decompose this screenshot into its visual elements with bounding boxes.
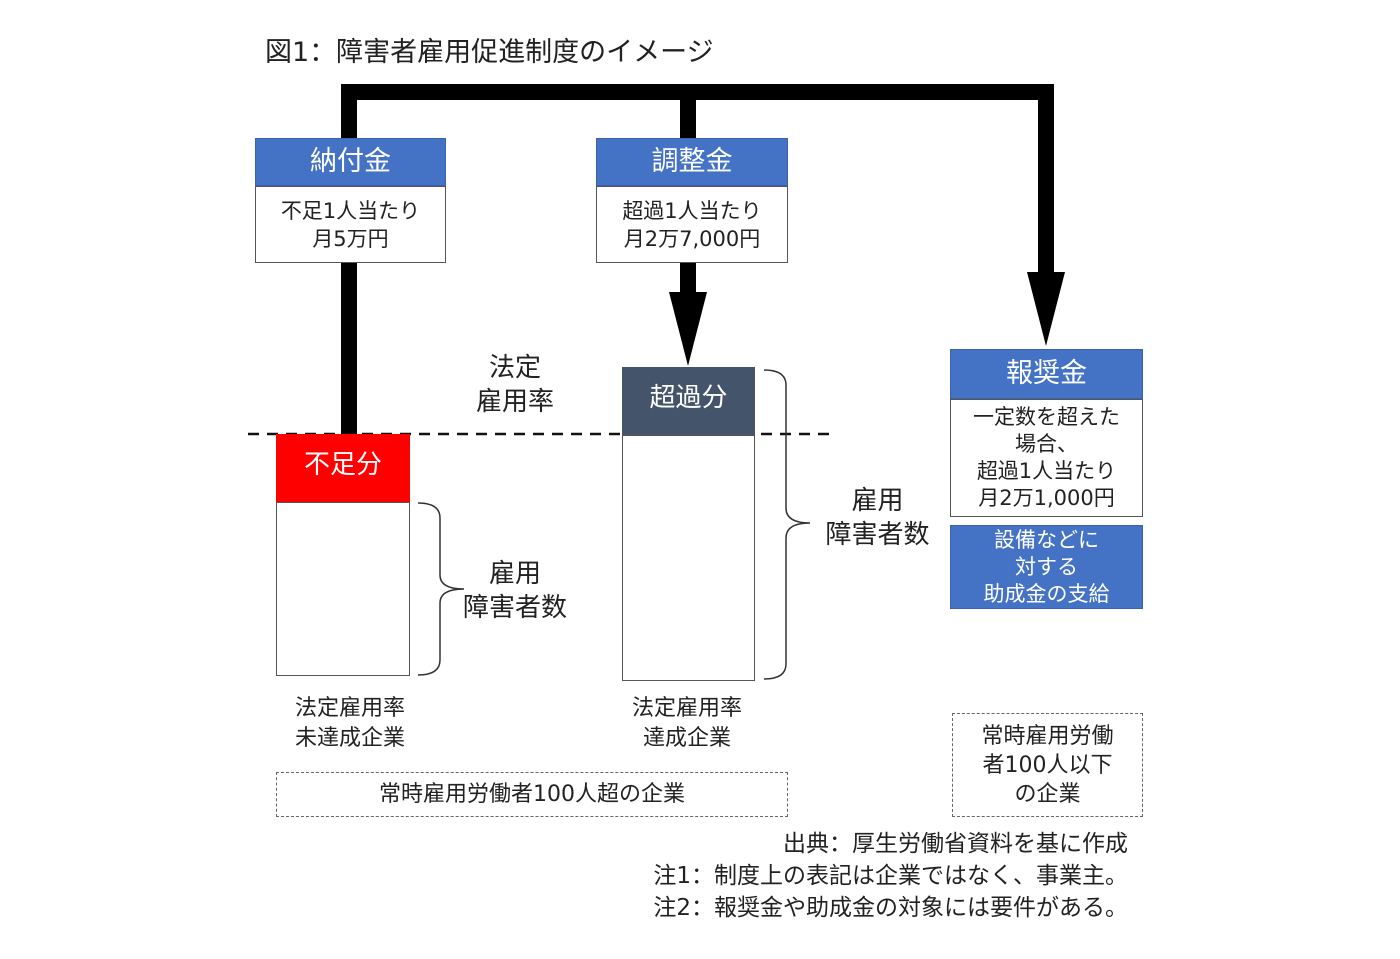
- grant-line-3: 助成金の支給: [983, 581, 1110, 606]
- adjust-header: 調整金: [596, 138, 788, 186]
- employed-right-line-2: 障害者数: [825, 520, 930, 550]
- small-companies-line-2: 者100人以下: [982, 752, 1113, 778]
- small-companies-line-1: 常時雇用労働: [981, 723, 1114, 749]
- reward-line-3: 超過1人当たり: [976, 459, 1117, 483]
- adjust-line-1: 超過1人当たり: [622, 198, 762, 223]
- employed-left-line-1: 雇用: [488, 559, 541, 589]
- figure-title: 図1：障害者雇用促進制度のイメージ: [265, 37, 714, 68]
- note-2: 注2：報奨金や助成金の対象には要件がある。: [653, 895, 1128, 921]
- notes-block: 出典：厚生労働省資料を基に作成 注1：制度上の表記は企業ではなく、事業主。 注2…: [653, 828, 1128, 924]
- note-1: 注1：制度上の表記は企業ではなく、事業主。: [653, 863, 1128, 889]
- company-met-line-2: 達成企業: [642, 726, 731, 751]
- grant-line-1: 設備などに: [994, 527, 1099, 552]
- small-companies-box: 常時雇用労働 者100人以下 の企業: [952, 713, 1143, 817]
- reward-detail-box: 一定数を超えた 場合、 超過1人当たり 月2万1,000円: [950, 399, 1143, 517]
- legal-rate-label: 法定 雇用率: [455, 351, 575, 419]
- employed-left-line-2: 障害者数: [462, 593, 567, 623]
- employed-block-right: [622, 435, 755, 681]
- levy-header: 納付金: [255, 138, 446, 186]
- company-met-label: 法定雇用率 達成企業: [602, 694, 772, 754]
- large-companies-box: 常時雇用労働者100人超の企業: [276, 772, 788, 817]
- employed-right-line-1: 雇用: [851, 486, 904, 516]
- reward-arrow-head: [1027, 272, 1065, 346]
- levy-line-1: 不足1人当たり: [280, 198, 421, 223]
- shortfall-block: 不足分: [276, 434, 410, 502]
- levy-line-2: 月5万円: [312, 226, 389, 251]
- company-unmet-line-1: 法定雇用率: [294, 696, 405, 721]
- employed-label-left: 雇用 障害者数: [455, 557, 575, 625]
- levy-detail-box: 不足1人当たり 月5万円: [255, 186, 446, 263]
- grant-box: 設備などに 対する 助成金の支給: [950, 525, 1143, 609]
- company-unmet-line-2: 未達成企業: [294, 726, 405, 751]
- adjust-line-2: 月2万7,000円: [623, 226, 761, 251]
- adjust-detail-box: 超過1人当たり 月2万7,000円: [596, 186, 788, 263]
- legal-rate-line-1: 法定: [488, 353, 541, 383]
- reward-line-2: 場合、: [1015, 432, 1078, 456]
- flow-connectors: [341, 84, 1054, 436]
- levy-to-reward-line: [341, 84, 1054, 436]
- reward-header: 報奨金: [950, 349, 1143, 399]
- employed-block-left: [276, 502, 410, 676]
- company-unmet-label: 法定雇用率 未達成企業: [265, 694, 435, 754]
- excess-block: 超過分: [622, 367, 755, 435]
- legal-rate-line-2: 雇用率: [475, 387, 554, 417]
- grant-line-2: 対する: [1015, 554, 1078, 579]
- reward-line-4: 月2万1,000円: [978, 486, 1115, 510]
- brace-right: [763, 369, 811, 680]
- employed-label-right: 雇用 障害者数: [815, 484, 940, 552]
- source-note: 出典：厚生労働省資料を基に作成: [783, 831, 1128, 857]
- brace-left: [417, 502, 465, 676]
- reward-line-1: 一定数を超えた: [973, 405, 1120, 429]
- adjust-arrow-head: [669, 292, 707, 366]
- small-companies-line-3: の企業: [1014, 781, 1081, 807]
- company-met-line-1: 法定雇用率: [631, 696, 742, 721]
